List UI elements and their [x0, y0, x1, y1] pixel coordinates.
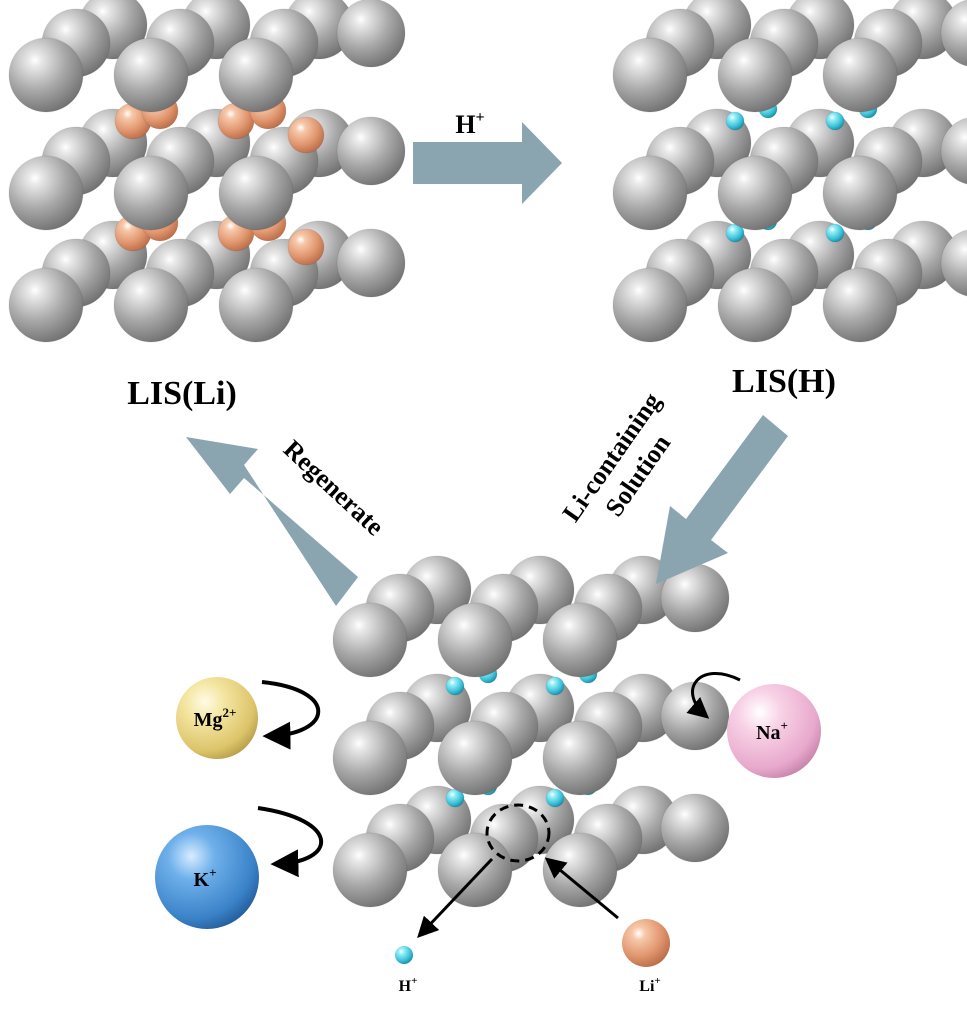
- na-repel-arrow: [686, 672, 741, 719]
- oxide-sphere: [717, 267, 793, 343]
- mg-repel-arrow: [261, 680, 321, 750]
- acid-wash-label-base: H: [455, 110, 475, 139]
- mg-ion-sup: 2+: [222, 705, 236, 720]
- oxide-sphere: [542, 832, 618, 908]
- k-ion-label: K+: [194, 865, 217, 891]
- regenerate-arrow: [186, 437, 358, 606]
- oxide-sphere: [113, 267, 189, 343]
- oxide-sphere: [336, 0, 406, 68]
- oxide-sphere: [717, 37, 793, 113]
- acid-wash-arrow: [413, 122, 562, 204]
- oxide-sphere: [542, 720, 618, 796]
- oxide-sphere: [332, 832, 408, 908]
- proton-sphere: [825, 111, 845, 131]
- oxide-sphere: [113, 37, 189, 113]
- oxide-sphere: [660, 793, 730, 863]
- lis-li-structure: [8, 0, 406, 343]
- h-release-arrow: [417, 857, 494, 939]
- oxide-sphere: [822, 267, 898, 343]
- oxide-sphere: [113, 155, 189, 231]
- h-ion: H+: [395, 946, 417, 995]
- oxide-sphere: [336, 116, 406, 186]
- k-ion: K+: [155, 825, 259, 929]
- na-ion-label: Na+: [756, 718, 788, 744]
- acid-wash-label: H+: [455, 109, 484, 139]
- lis-li-label: LIS(Li): [127, 375, 237, 412]
- proton-sphere: [545, 676, 565, 696]
- adsorption-arrow: [656, 415, 788, 584]
- na-ion-sup: +: [781, 718, 788, 733]
- lithium-sphere: [287, 116, 325, 154]
- h-ion-base: H: [399, 978, 412, 995]
- acid-wash-label-sup: +: [476, 109, 485, 126]
- mg-ion-label: Mg2+: [194, 705, 237, 731]
- oxide-sphere: [8, 267, 84, 343]
- oxide-sphere: [940, 0, 967, 67]
- k-ion-base: K: [194, 869, 210, 891]
- li-uptake-arrow: [544, 857, 619, 920]
- na-ion: Na+: [727, 684, 821, 778]
- oxide-sphere: [437, 832, 513, 908]
- li-ion-label: Li+: [639, 975, 660, 995]
- oxide-sphere: [717, 155, 793, 231]
- oxide-sphere: [437, 720, 513, 796]
- lis-h-label: LIS(H): [732, 363, 836, 400]
- oxide-sphere: [8, 155, 84, 231]
- oxide-sphere: [542, 602, 618, 678]
- oxide-sphere: [612, 37, 688, 113]
- h-ion-sup: +: [411, 975, 417, 987]
- mg-ion: Mg2+: [176, 677, 258, 759]
- lis-h-structure: [612, 0, 967, 343]
- oxide-sphere: [218, 267, 294, 343]
- oxide-sphere: [660, 681, 730, 751]
- k-ion-sup: +: [209, 865, 216, 880]
- mg-ion-base: Mg: [194, 709, 223, 731]
- k-repel-arrow: [257, 806, 323, 878]
- oxide-sphere: [332, 602, 408, 678]
- oxide-sphere: [940, 229, 967, 297]
- oxide-sphere: [218, 37, 294, 113]
- proton-sphere: [445, 676, 465, 696]
- proton-sphere: [825, 223, 845, 243]
- oxide-sphere: [940, 117, 967, 185]
- li-ion: Li+: [622, 919, 670, 995]
- lithium-sphere: [287, 228, 325, 266]
- oxide-sphere: [336, 228, 406, 298]
- adsorption-structure: [332, 555, 730, 908]
- exchange-site-circle: [485, 803, 551, 863]
- proton-sphere: [725, 111, 745, 131]
- oxide-sphere: [822, 37, 898, 113]
- oxide-sphere: [437, 602, 513, 678]
- oxide-sphere: [612, 155, 688, 231]
- na-ion-base: Na: [756, 722, 780, 744]
- h-ion-label: H+: [399, 975, 418, 995]
- oxide-sphere: [332, 720, 408, 796]
- oxide-sphere: [8, 37, 84, 113]
- li-ion-sup: +: [654, 975, 660, 987]
- oxide-sphere: [612, 267, 688, 343]
- li-ion-base: Li: [639, 978, 655, 995]
- oxide-sphere: [822, 155, 898, 231]
- oxide-sphere: [218, 155, 294, 231]
- proton-sphere: [545, 788, 565, 808]
